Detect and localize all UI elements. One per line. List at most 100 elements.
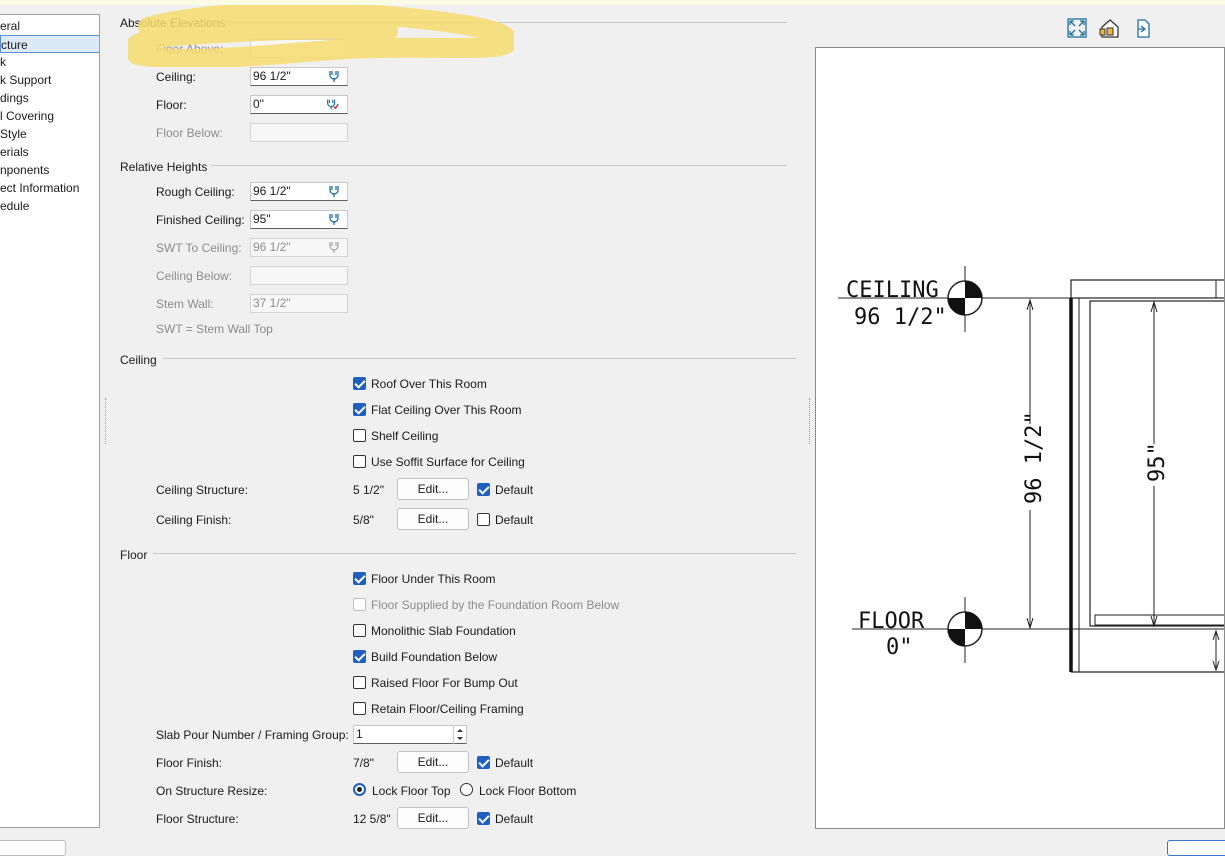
ceiling-divider [163, 358, 796, 359]
rough-ceiling-lock-icon[interactable] [327, 184, 341, 198]
fill-window-icon[interactable] [1067, 18, 1087, 38]
cross-section-icon[interactable] [1133, 17, 1153, 39]
splitter-grip-left[interactable] [105, 398, 108, 444]
floor-finish-label: Floor Finish: [156, 756, 223, 770]
category-item-object-information[interactable]: ect Information [0, 181, 80, 195]
floor-below-label: Floor Below: [156, 126, 223, 140]
category-item-schedule[interactable]: edule [0, 199, 30, 213]
floor-below-field [250, 123, 348, 142]
floor-lock-icon[interactable] [325, 97, 339, 111]
stepper-arrows-icon[interactable] [454, 725, 466, 744]
finished-ceiling-lock-icon[interactable] [327, 212, 341, 226]
absolute-divider [228, 22, 787, 23]
floor-finish-value: 7/8" [353, 756, 374, 770]
slab-pour-field[interactable]: 1 [353, 725, 467, 744]
floor-under-room-label: Floor Under This Room [371, 572, 496, 586]
category-list[interactable]: eral cture k k Support dings l Covering … [0, 14, 100, 828]
floor-structure-default-label: Default [495, 812, 534, 826]
preview-canvas[interactable]: CEILING 96 1/2" FLOOR 0" 96 1/2" 95" [815, 47, 1225, 829]
ceiling-section-title: Ceiling [120, 353, 157, 367]
category-item-deck[interactable]: k [0, 55, 6, 69]
category-item-wall-covering[interactable]: l Covering [0, 109, 55, 123]
soffit-surface-checkbox[interactable] [353, 455, 366, 468]
retain-framing-label: Retain Floor/Ceiling Framing [371, 702, 524, 716]
monolithic-slab-label: Monolithic Slab Foundation [371, 624, 516, 638]
roof-over-room-checkbox[interactable] [353, 377, 366, 390]
floor-finish-edit-button[interactable]: Edit... [397, 751, 469, 773]
swt-to-ceiling-label: SWT To Ceiling: [156, 241, 242, 255]
ceiling-field[interactable]: 96 1/2" [250, 67, 348, 86]
bottom-left-button[interactable] [0, 840, 66, 856]
stem-wall-field: 37 1/2" [250, 294, 348, 313]
category-item-moldings[interactable]: dings [0, 91, 29, 105]
floor-finish-default-label: Default [495, 756, 534, 770]
floor-structure-default-checkbox[interactable] [477, 812, 490, 825]
floor-finish-default-checkbox[interactable] [477, 756, 490, 769]
relative-divider [211, 165, 787, 166]
ceiling-structure-edit-button[interactable]: Edit... [397, 478, 469, 500]
build-foundation-checkbox[interactable] [353, 650, 366, 663]
category-item-deck-support[interactable]: k Support [0, 73, 52, 87]
raised-floor-checkbox[interactable] [353, 676, 366, 689]
floor-divider [153, 553, 796, 554]
ceiling-finish-default-label: Default [495, 513, 534, 527]
rough-ceiling-field[interactable]: 96 1/2" [250, 182, 348, 201]
rough-ceiling-dimension: 96 1/2" [1022, 411, 1047, 504]
ceiling-structure-default-label: Default [495, 483, 534, 497]
slab-pour-label: Slab Pour Number / Framing Group: [156, 728, 349, 742]
floor-label: Floor: [156, 98, 187, 112]
soffit-surface-label: Use Soffit Surface for Ceiling [371, 455, 525, 469]
category-item-structure[interactable]: cture [0, 35, 99, 53]
floor-elevation-value: 0" [886, 635, 913, 660]
floor-supplied-label: Floor Supplied by the Foundation Room Be… [371, 598, 620, 612]
build-foundation-label: Build Foundation Below [371, 650, 498, 664]
ceiling-label: Ceiling: [156, 70, 197, 84]
finished-ceiling-label: Finished Ceiling: [156, 213, 245, 227]
category-item-fill-style[interactable]: Style [0, 127, 27, 141]
retain-framing-checkbox[interactable] [353, 702, 366, 715]
slab-pour-stepper[interactable] [453, 725, 466, 744]
ceiling-elevation-tag: CEILING [846, 278, 939, 303]
ceiling-finish-value: 5/8" [353, 513, 374, 527]
ceiling-structure-label: Ceiling Structure: [156, 483, 249, 497]
flat-ceiling-label: Flat Ceiling Over This Room [371, 403, 522, 417]
lock-floor-bottom-radio[interactable] [460, 783, 473, 796]
swt-note: SWT = Stem Wall Top [156, 322, 273, 336]
floor-under-room-checkbox[interactable] [353, 572, 366, 585]
ok-button[interactable] [1167, 840, 1225, 856]
stem-wall-label: Stem Wall: [156, 297, 214, 311]
ceiling-structure-default-checkbox[interactable] [477, 483, 490, 496]
camera-view-icon[interactable] [1099, 17, 1121, 39]
ceiling-finish-edit-button[interactable]: Edit... [397, 508, 469, 530]
category-item-general[interactable]: eral [0, 19, 21, 33]
raised-floor-label: Raised Floor For Bump Out [371, 676, 518, 690]
ceiling-structure-value: 5 1/2" [353, 483, 384, 497]
finished-ceiling-dimension: 95" [1145, 442, 1170, 482]
monolithic-slab-checkbox[interactable] [353, 624, 366, 637]
lock-floor-bottom-label: Lock Floor Bottom [479, 784, 577, 798]
window-top-edge [0, 0, 1225, 5]
floor-supplied-checkbox [353, 598, 366, 611]
section-drawing: CEILING 96 1/2" FLOOR 0" 96 1/2" 95" [838, 266, 1224, 673]
floor-structure-edit-button[interactable]: Edit... [397, 807, 469, 829]
floor-field[interactable]: 0" [250, 95, 348, 114]
swt-lock-icon [329, 242, 339, 253]
category-item-materials[interactable]: erials [0, 145, 29, 159]
floor-structure-label: Floor Structure: [156, 812, 239, 826]
shelf-ceiling-checkbox[interactable] [353, 429, 366, 442]
shelf-ceiling-label: Shelf Ceiling [371, 429, 439, 443]
ceiling-below-label: Ceiling Below: [156, 269, 233, 283]
splitter-grip-right[interactable] [809, 398, 812, 444]
finished-ceiling-field[interactable]: 95" [250, 210, 348, 229]
ceiling-finish-label: Ceiling Finish: [156, 513, 232, 527]
ceiling-below-field [250, 266, 348, 285]
ceiling-lock-icon[interactable] [327, 69, 341, 83]
lock-floor-top-radio[interactable] [353, 783, 366, 796]
flat-ceiling-checkbox[interactable] [353, 403, 366, 416]
ceiling-finish-default-checkbox[interactable] [477, 513, 490, 526]
floor-structure-value: 12 5/8" [353, 812, 391, 826]
category-item-components[interactable]: nponents [0, 163, 50, 177]
ceiling-elevation-value: 96 1/2" [854, 305, 947, 330]
floor-section-title: Floor [120, 548, 148, 562]
roof-over-room-label: Roof Over This Room [371, 377, 487, 391]
